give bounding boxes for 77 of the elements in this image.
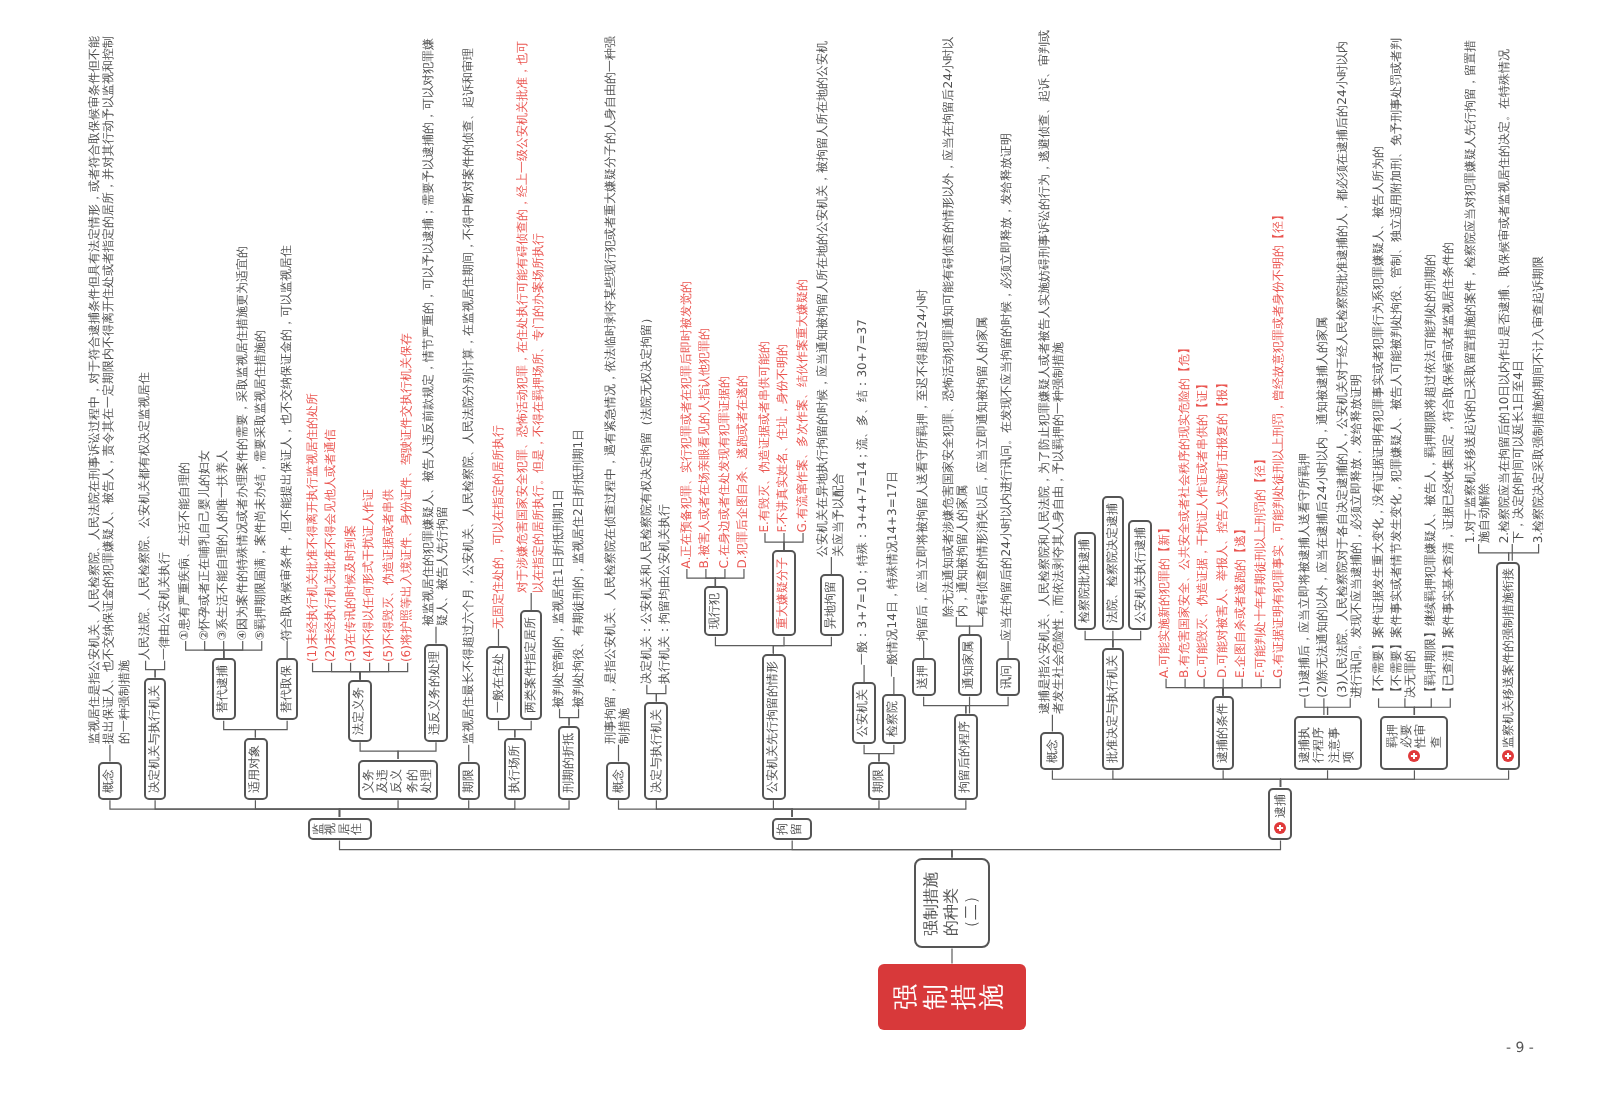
connector-line: [1051, 714, 1053, 733]
connector-line: [1222, 678, 1281, 697]
connector-line: [965, 696, 1009, 715]
connector-line: [338, 799, 570, 818]
topic-box: [606, 762, 631, 800]
topic-box: [307, 817, 372, 840]
connector-line: [223, 640, 263, 659]
connector-line: [714, 568, 745, 587]
topic-box: [557, 726, 581, 800]
connector-line: [951, 948, 953, 964]
connector-line: [617, 744, 620, 763]
topic-label: 强制措施: [894, 984, 1010, 1010]
connector-line: [878, 744, 895, 763]
topic-box: [819, 574, 844, 637]
topic-label: 强制措施的种类（二）: [922, 870, 982, 936]
connector-line: [1508, 543, 1540, 562]
connector-line: [435, 626, 437, 645]
connector-line: [1112, 630, 1142, 649]
topic-box: [867, 762, 891, 800]
topic-box: [852, 682, 876, 745]
topic-box: [1496, 561, 1521, 770]
topic-box: [644, 702, 669, 800]
topic-box: [761, 654, 786, 800]
topic-box: [996, 658, 1020, 697]
topic-box: [911, 658, 936, 697]
topic-box: [957, 634, 982, 697]
connector-line: [514, 720, 532, 739]
connector-line: [286, 640, 288, 659]
topic-box: [703, 586, 728, 637]
topic-box: [275, 658, 299, 721]
connector-line: [791, 799, 967, 818]
topic-box: [914, 858, 990, 948]
connector-line: [863, 664, 865, 683]
connector-line: [397, 741, 437, 760]
connector-line: [1323, 697, 1325, 716]
topic-box: [1380, 715, 1449, 770]
topic-box: [457, 762, 481, 800]
topic-box: [212, 658, 236, 721]
topic-box: [1128, 520, 1153, 631]
connector-line: [1007, 640, 1009, 659]
root-topic-box: [878, 964, 1026, 1030]
connector-line: [772, 636, 832, 655]
topic-box: [1040, 732, 1065, 770]
topic-box: [772, 817, 812, 840]
connector-line: [655, 684, 667, 703]
connector-line: [109, 744, 111, 763]
connector-line: [1511, 543, 1513, 562]
topic-box: [486, 646, 511, 721]
topic-box: [1293, 715, 1362, 770]
connector-line: [1279, 769, 1510, 788]
connector-line: [1413, 697, 1451, 716]
topic-box: [882, 694, 906, 745]
topic-box: [143, 678, 167, 800]
topic-box: [243, 738, 268, 800]
topic-box: [1101, 648, 1125, 770]
topic-box: [1211, 696, 1235, 770]
connector-line: [154, 660, 166, 679]
connector-line: [359, 662, 409, 681]
topic-box: [503, 738, 527, 800]
topic-box: [1101, 496, 1125, 631]
connector-line: [968, 616, 984, 635]
topic-box: [1073, 532, 1097, 631]
connector-line: [951, 840, 1282, 858]
connector-line: [468, 744, 470, 763]
connector-line: [783, 532, 804, 551]
topic-box: [1268, 787, 1293, 840]
connector-line: [893, 676, 895, 695]
topic-box: [98, 762, 122, 800]
topic-box: [424, 644, 448, 742]
topic-box: [348, 680, 372, 742]
topic-box: [954, 714, 978, 800]
connector-line: [1326, 697, 1351, 716]
topic-box: [519, 610, 543, 721]
connector-line: [254, 720, 288, 739]
connector-line: [568, 708, 580, 727]
topic-box: [357, 759, 439, 800]
topic-box: [772, 550, 796, 637]
